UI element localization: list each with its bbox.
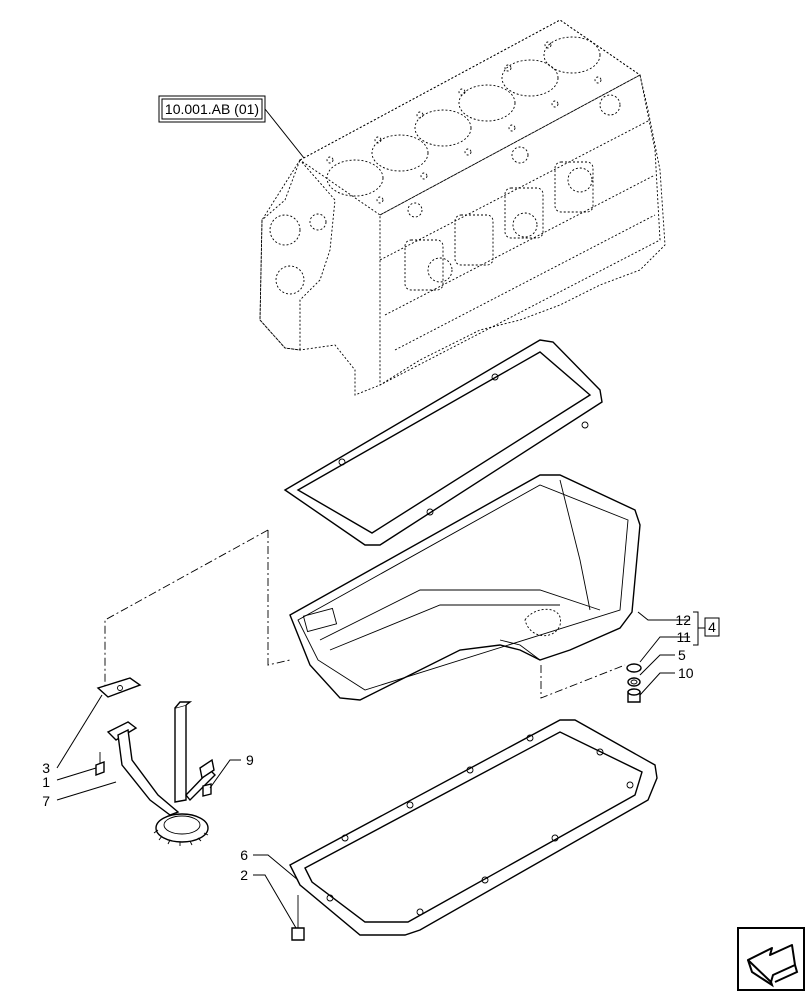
- lower-gasket: [289, 719, 658, 936]
- navigate-arrow-icon[interactable]: [737, 927, 805, 991]
- kit-box-label: 4: [708, 619, 716, 635]
- callout-11[interactable]: 11: [676, 629, 691, 645]
- reference-label: 10.001.AB (01): [165, 101, 259, 117]
- callout-1[interactable]: 1: [42, 774, 50, 790]
- callout-5[interactable]: 5: [678, 647, 686, 663]
- pan-bolt: [291, 895, 305, 941]
- callout-7[interactable]: 7: [42, 793, 50, 809]
- callout-3[interactable]: 3: [42, 760, 50, 776]
- leader-lines: [56, 611, 705, 929]
- oil-pan: [289, 474, 641, 701]
- engine-block: [259, 19, 666, 396]
- callout-9[interactable]: 9: [246, 752, 254, 768]
- callout-2[interactable]: 2: [240, 867, 248, 883]
- callout-6[interactable]: 6: [240, 847, 248, 863]
- drain-plug-assembly: [626, 663, 642, 703]
- dipstick-assembly: [95, 677, 216, 846]
- callout-10[interactable]: 10: [678, 665, 694, 681]
- upper-gasket: [283, 339, 603, 546]
- callouts: 3 1 7 9 6 2 12 11 5 10: [42, 612, 694, 883]
- kit-box[interactable]: 4: [704, 617, 720, 637]
- phantom-lines: [104, 529, 626, 699]
- callout-12[interactable]: 12: [675, 612, 691, 628]
- reference-box[interactable]: 10.001.AB (01): [158, 95, 305, 159]
